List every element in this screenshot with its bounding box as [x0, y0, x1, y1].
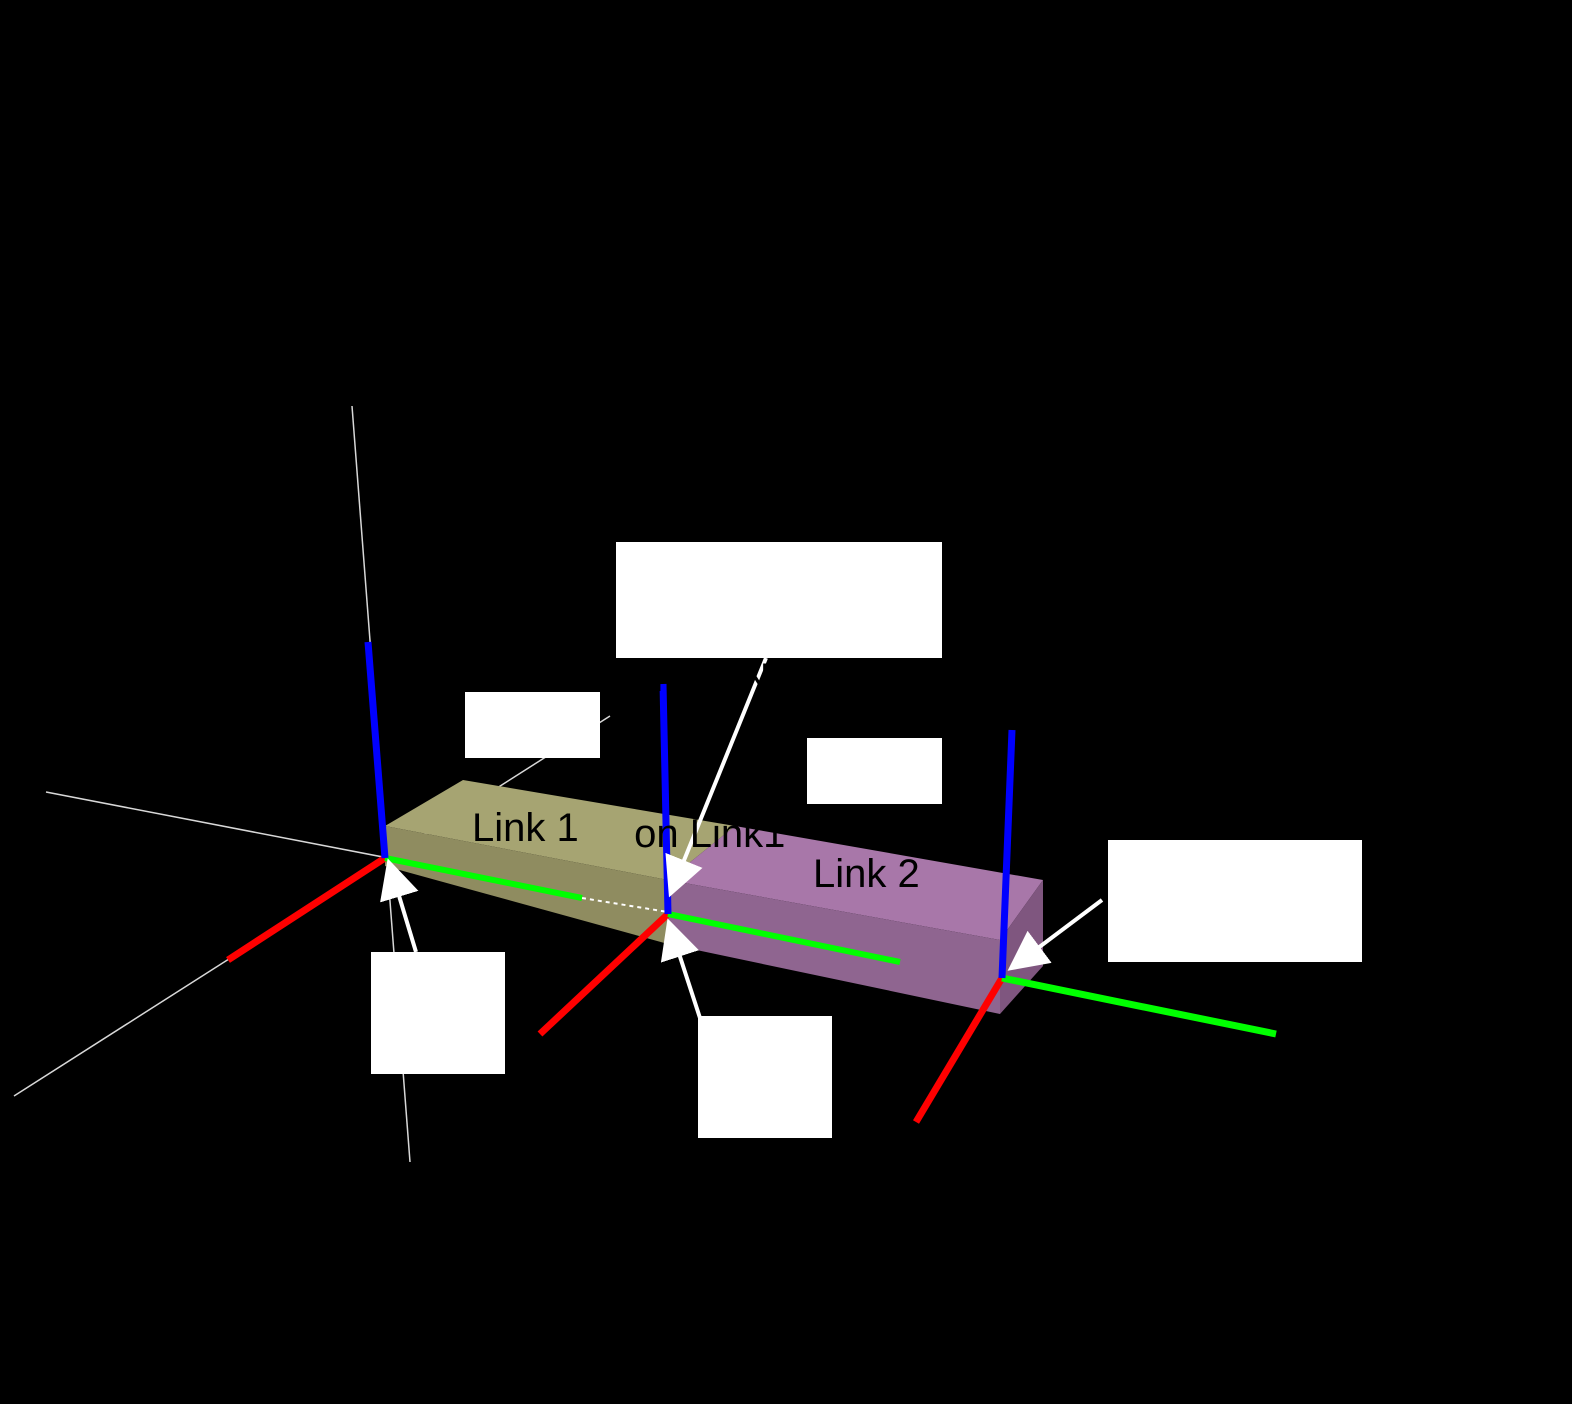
origin-next-link-y-axis [667, 911, 901, 965]
label-root-link-1: Root Link 1 [371, 952, 505, 1281]
end-effector-frame [912, 729, 1277, 1124]
label-end-effector-line2: on Link2 [1115, 1112, 1278, 1156]
robot-link-scene [13, 405, 1277, 1162]
origin-next-link-x-axis [537, 911, 671, 1037]
root-link-1-x-axis [226, 855, 387, 963]
arrow-origin-next-link [665, 657, 768, 898]
label-link-1: Link 1 [465, 692, 600, 850]
link-2-top-face [668, 826, 1043, 940]
label-end-effector-line1: EndEffector [1115, 956, 1324, 1000]
link-1-top-face [385, 780, 735, 880]
annotation-arrows [380, 657, 1104, 1019]
label-link-2: Link 2 [807, 738, 942, 896]
arrow-root-link-2 [660, 918, 702, 1019]
label-root-link-1-line1: Root [377, 1075, 462, 1119]
root-link-1-z-axis [364, 641, 389, 859]
end-effector-z-axis [998, 729, 1016, 979]
label-root-link-2-line1: Root [704, 1139, 789, 1183]
label-origin-next-link-line2: on Link1 [623, 812, 786, 856]
label-end-effector: EndEffector on Link2 [1108, 840, 1362, 1156]
arrow-root-link-1 [380, 858, 419, 953]
label-link-1-text: Link 1 [472, 806, 579, 850]
label-origin-next-link-line1: Origin Next Link [623, 656, 908, 700]
end-effector-y-axis [1001, 974, 1277, 1038]
label-root-link-2: Root Link 2 [698, 1016, 832, 1345]
arrow-end-effector [1007, 898, 1104, 971]
hidden-axis-segment [581, 897, 669, 913]
label-origin-next-link: Origin Next Link on Link1 [616, 542, 942, 856]
label-link-2-text: Link 2 [813, 852, 920, 896]
label-root-link-1-line2: Link 1 [377, 1237, 484, 1281]
label-root-link-2-line2: Link 2 [704, 1301, 811, 1345]
end-effector-x-axis [912, 976, 1006, 1124]
